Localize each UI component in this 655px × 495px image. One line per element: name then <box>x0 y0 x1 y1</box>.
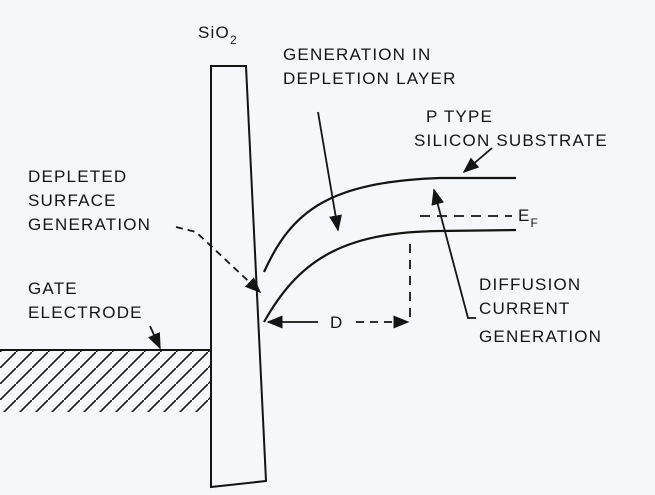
oxide-layer <box>210 65 268 489</box>
gate-hatch <box>0 350 210 412</box>
oxide-label: SiO2 <box>198 23 237 47</box>
generation-depletion-arrow <box>317 111 342 232</box>
fermi-label: EF <box>518 206 538 230</box>
gate-electrode <box>0 349 210 412</box>
substrate-arrow <box>462 147 493 174</box>
generation-depletion-label-line2: DEPLETION LAYER <box>283 69 457 88</box>
diffusion-label-line3: GENERATION <box>479 327 602 346</box>
generation-depletion-label-line1: GENERATION IN <box>283 45 431 64</box>
lower-band-curve <box>263 228 517 323</box>
gate-label-line1: GATE <box>28 279 78 298</box>
depleted-surface-label-line3: GENERATION <box>28 215 151 234</box>
diffusion-label-line1: DIFFUSION <box>479 275 581 294</box>
depletion-width-label: D <box>330 313 343 332</box>
substrate-label-line2: SILICON SUBSTRATE <box>414 131 608 150</box>
gate-arrow <box>148 325 161 350</box>
substrate-label-line1: P TYPE <box>426 107 493 126</box>
diffusion-label-line2: CURRENT <box>479 299 571 318</box>
upper-band-curve <box>262 176 516 273</box>
surface-generation-arrow <box>175 226 262 294</box>
diffusion-arrow <box>431 188 476 319</box>
gate-label-line2: ELECTRODE <box>28 303 143 322</box>
depleted-surface-label-line1: DEPLETED <box>28 167 127 186</box>
depleted-surface-label-line2: SURFACE <box>28 191 117 210</box>
